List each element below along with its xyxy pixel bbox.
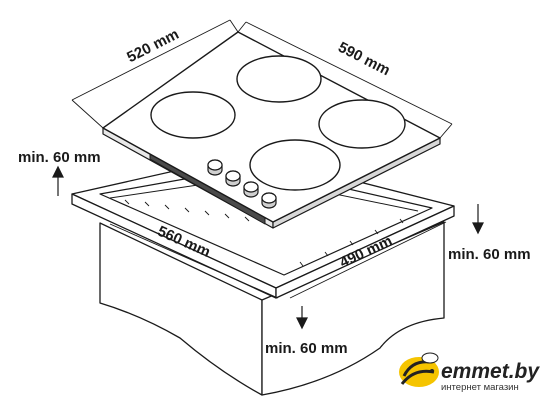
burners — [150, 55, 406, 191]
dimline-cutout-depth — [289, 221, 447, 299]
worktop-right-edge — [275, 205, 455, 299]
cabinet-front-face — [99, 222, 263, 396]
cutout-hatching — [124, 199, 404, 267]
arrow-back-clearance — [52, 165, 64, 196]
bee-icon — [399, 352, 439, 387]
knob-1 — [207, 159, 223, 176]
clearance-front-label: min. 60 mm — [265, 340, 348, 357]
hob — [102, 31, 441, 229]
knob-3 — [243, 181, 259, 198]
clearance-side-label: min. 60 mm — [448, 246, 531, 263]
cabinet-side-face — [261, 221, 445, 396]
dimline-hob-depth — [71, 19, 239, 129]
clearance-back-label: min. 60 mm — [18, 149, 101, 166]
burner-back-left — [150, 91, 236, 139]
hob-width-label: 590 mm — [335, 39, 393, 80]
brand-tagline: интернет магазин — [441, 382, 519, 393]
dimline-cutout-width — [109, 223, 279, 299]
burner-front-left — [249, 139, 341, 191]
knob-4 — [261, 192, 277, 209]
burner-front-right — [318, 99, 406, 149]
control-knobs — [207, 159, 277, 209]
emmet-logo: emmet.by интернет магазин — [399, 352, 540, 393]
dimension-lines — [71, 19, 453, 299]
dimline-hob-width — [237, 21, 453, 139]
hob-depth-label: 520 mm — [124, 26, 182, 67]
arrow-front-clearance — [296, 306, 308, 330]
burner-back-right — [236, 55, 322, 103]
knob-2 — [225, 170, 241, 187]
brand-name: emmet.by — [441, 360, 540, 383]
arrow-side-clearance — [472, 204, 484, 235]
clearance-arrows — [52, 165, 484, 330]
